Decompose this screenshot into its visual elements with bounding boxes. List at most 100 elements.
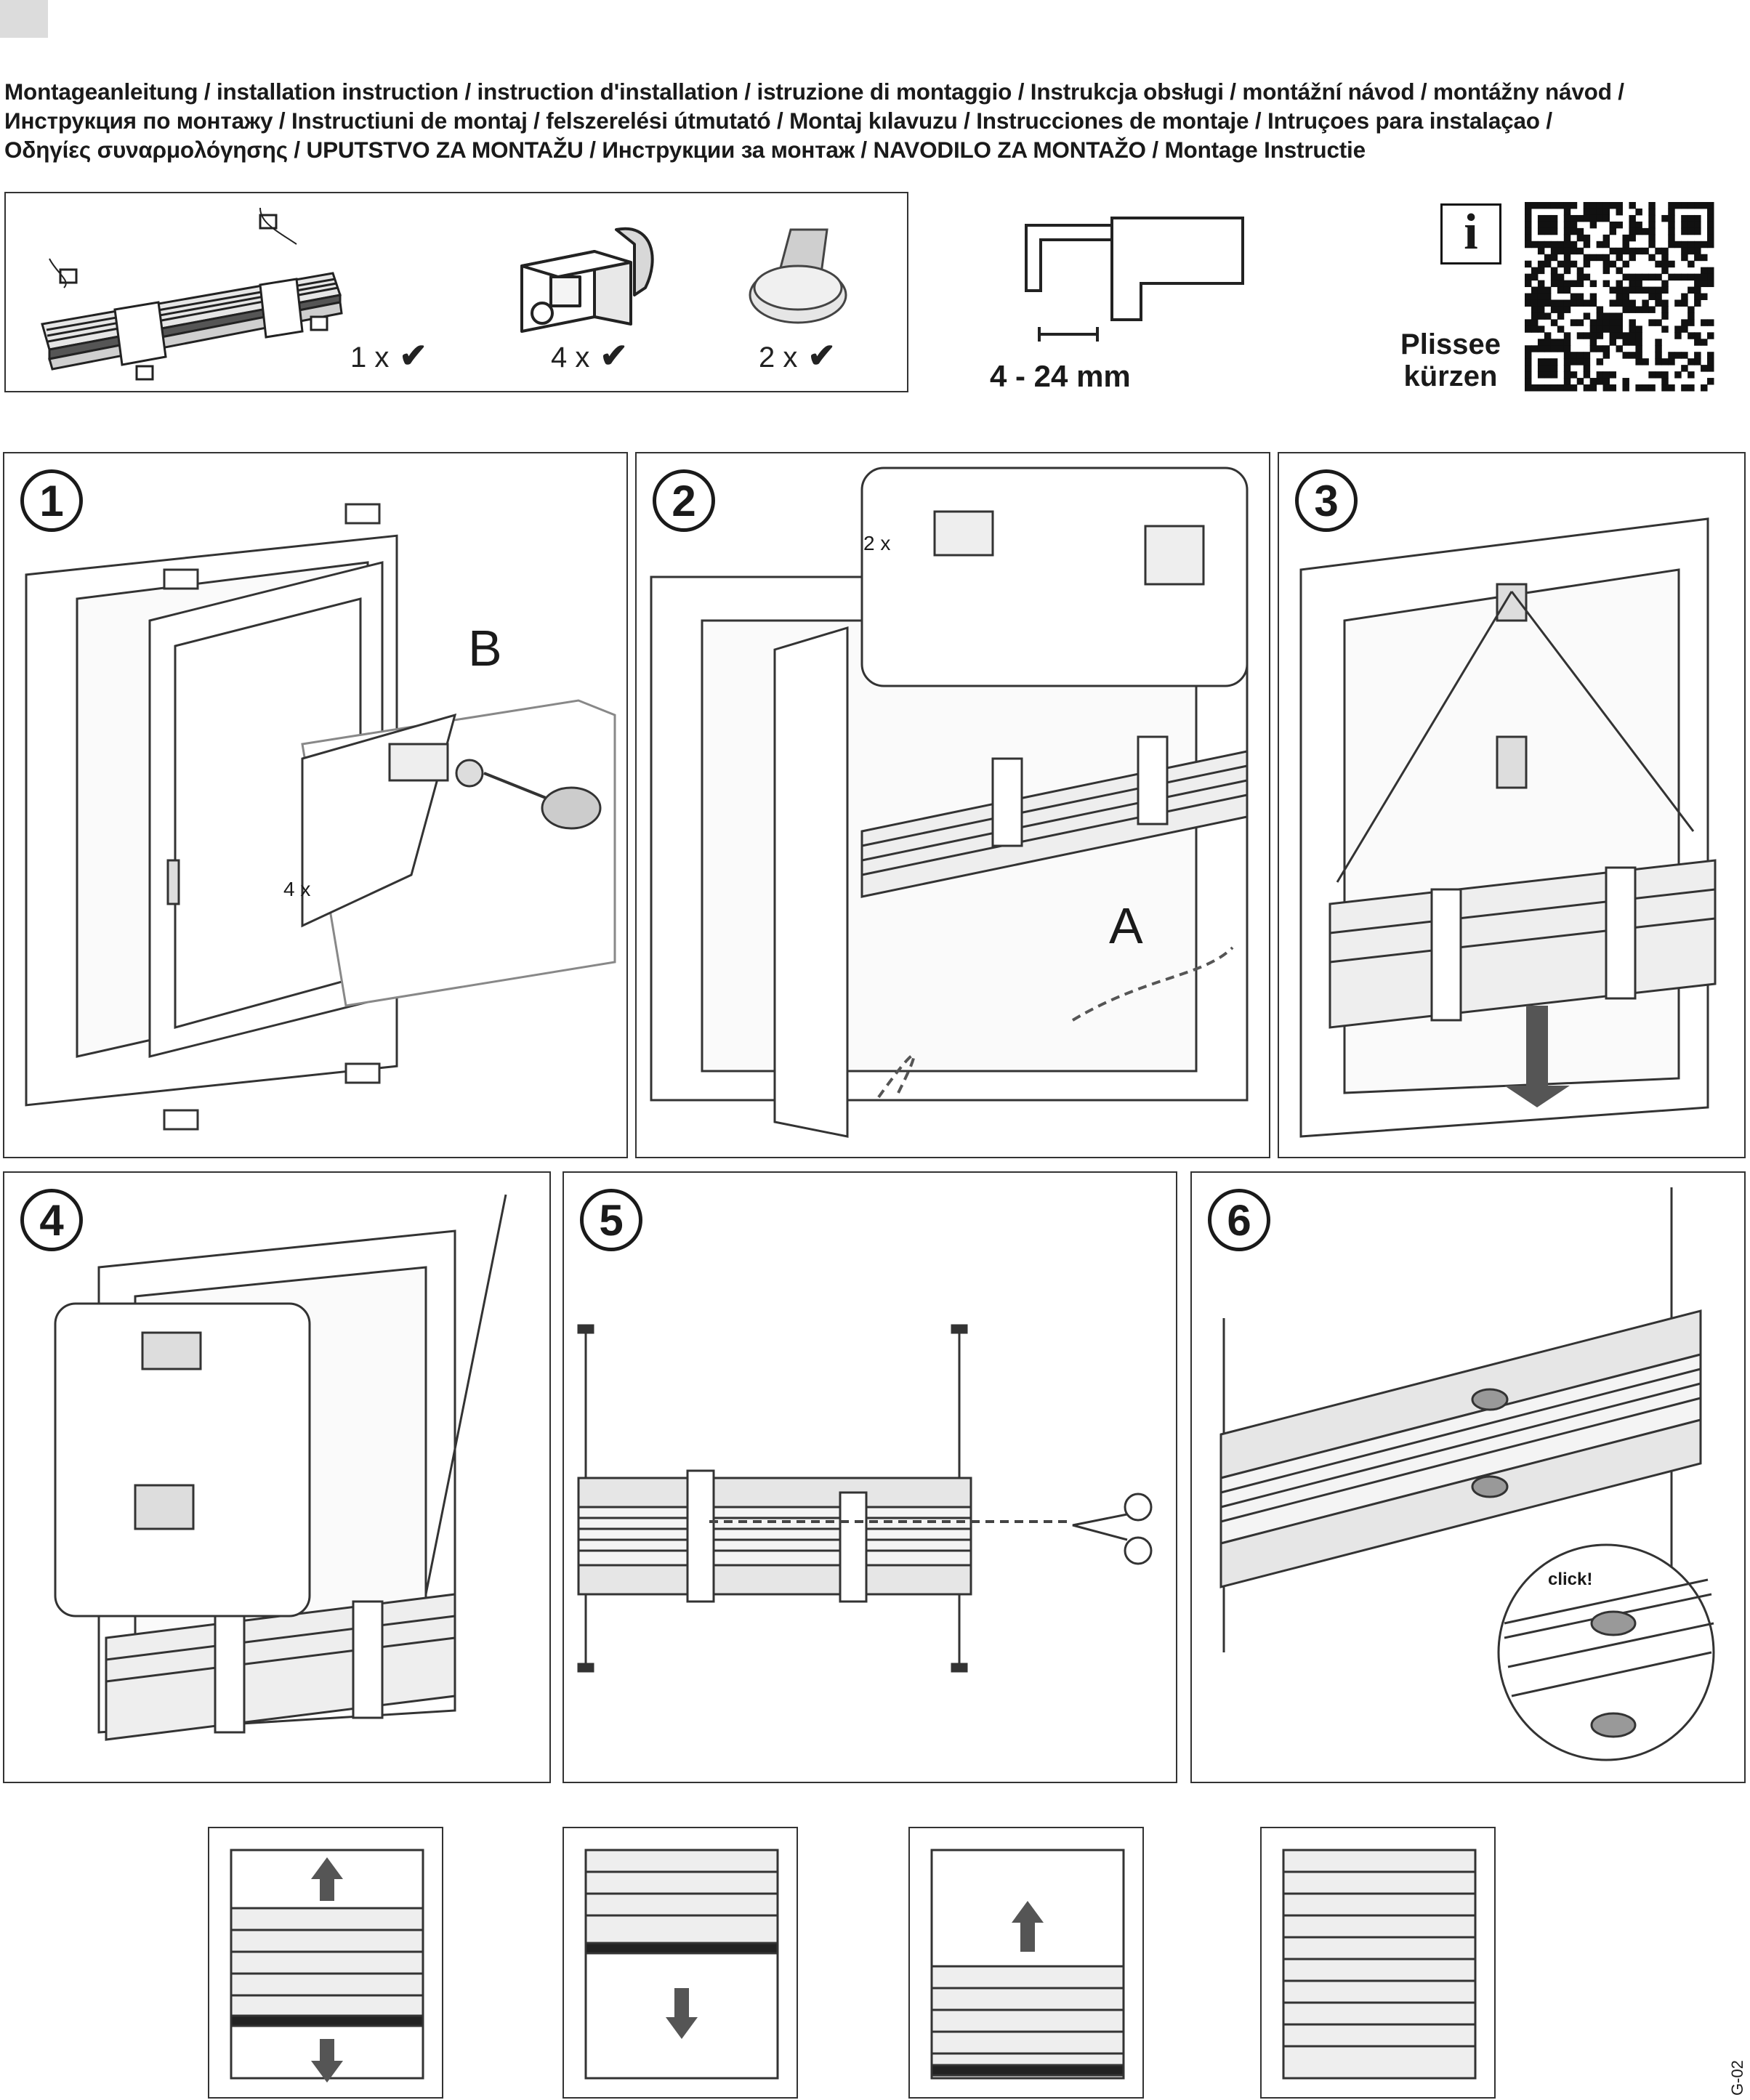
clamp-bracket-icon (520, 227, 654, 333)
qr-module (1622, 241, 1629, 249)
qr-module (1655, 339, 1662, 346)
qr-module (1688, 332, 1695, 339)
qr-module (1616, 293, 1623, 300)
qr-module (1596, 319, 1604, 326)
pleated-blind-icon (41, 207, 343, 381)
qr-module (1525, 202, 1532, 209)
qr-module (1648, 208, 1656, 216)
title-line-2: Инструкция по монтажу / Instructiuni de … (4, 108, 1552, 134)
qr-module (1563, 345, 1571, 352)
qr-module (1570, 280, 1578, 288)
mode-diagram-4 (1260, 1827, 1496, 2099)
qr-module (1661, 326, 1669, 333)
qr-module (1629, 273, 1636, 281)
qr-module (1694, 280, 1701, 288)
qr-module (1596, 214, 1604, 222)
qr-module (1674, 352, 1682, 359)
qr-module (1707, 352, 1714, 359)
qr-module (1694, 227, 1701, 235)
qr-module (1537, 345, 1545, 352)
qr-module (1563, 208, 1571, 216)
qr-module (1576, 358, 1584, 366)
qr-module (1707, 378, 1714, 385)
qr-module (1602, 378, 1610, 385)
qr-module (1655, 299, 1662, 307)
qr-module (1583, 384, 1591, 392)
qr-module (1688, 247, 1695, 255)
step-1-illustration (25, 503, 616, 1131)
qr-module (1589, 326, 1597, 333)
qr-module (1688, 221, 1695, 229)
qr-module (1525, 293, 1532, 300)
qr-module (1537, 365, 1545, 372)
qr-module (1596, 312, 1604, 320)
qr-module (1525, 280, 1532, 288)
qr-module (1570, 352, 1578, 359)
qr-module (1602, 208, 1610, 216)
qr-module (1563, 241, 1571, 249)
qr-module (1694, 352, 1701, 359)
qr-module (1674, 273, 1682, 281)
qr-module (1583, 312, 1591, 320)
qr-module (1576, 378, 1584, 385)
qr-module (1563, 365, 1571, 372)
parts-qty-3-label: 2 x (759, 342, 798, 373)
qr-module (1622, 260, 1629, 268)
title-line-1: Montageanleitung / installation instruct… (4, 78, 1624, 105)
qr-module (1609, 221, 1617, 229)
qr-module (1616, 319, 1623, 326)
qr-module (1570, 241, 1578, 249)
frame-depth-diagram (1025, 217, 1244, 342)
qr-module (1707, 202, 1714, 209)
qr-module (1596, 332, 1604, 339)
qr-module (1688, 306, 1695, 313)
qr-module (1668, 234, 1675, 242)
qr-module (1661, 312, 1669, 320)
check-icon: ✔ (399, 336, 427, 374)
qr-module (1661, 371, 1669, 379)
qr-module (1701, 267, 1708, 275)
qr-module (1701, 202, 1708, 209)
frame-depth-label: 4 - 24 mm (990, 359, 1131, 393)
qr-module (1596, 241, 1604, 249)
qr-module (1576, 273, 1584, 281)
document-code: G-02 (1728, 2060, 1746, 2096)
step-1-number: 1 (20, 469, 83, 532)
qr-module (1537, 286, 1545, 294)
qr-module (1570, 202, 1578, 209)
qr-module (1707, 221, 1714, 229)
qr-module (1622, 286, 1629, 294)
qr-module (1629, 332, 1636, 339)
qr-module (1629, 306, 1636, 313)
qr-module (1525, 260, 1532, 268)
cord-holder-icon (749, 228, 847, 324)
qr-module (1629, 221, 1636, 229)
qr-module (1616, 312, 1623, 320)
qr-module (1563, 221, 1571, 229)
qr-module (1694, 214, 1701, 222)
qr-module (1525, 319, 1532, 326)
qr-code[interactable] (1525, 202, 1714, 392)
qr-module (1596, 371, 1604, 379)
qr-module (1668, 358, 1675, 366)
qr-module (1596, 326, 1604, 333)
qr-module (1563, 306, 1571, 313)
qr-module (1576, 293, 1584, 300)
qr-module (1557, 247, 1565, 255)
qr-module (1570, 371, 1578, 379)
qr-module (1648, 293, 1656, 300)
mode-3-illustration (930, 1849, 1125, 2080)
parts-qty-1: 1 x✔ (350, 336, 427, 375)
qr-module (1531, 273, 1539, 281)
qr-module (1661, 378, 1669, 385)
qr-module (1642, 286, 1649, 294)
qr-module (1589, 332, 1597, 339)
qr-module (1531, 293, 1539, 300)
qr-module (1550, 202, 1558, 209)
qr-module (1602, 267, 1610, 275)
qr-module (1629, 326, 1636, 333)
qr-module (1583, 273, 1591, 281)
qr-module (1694, 286, 1701, 294)
qr-module (1537, 299, 1545, 307)
qr-module (1635, 227, 1642, 235)
